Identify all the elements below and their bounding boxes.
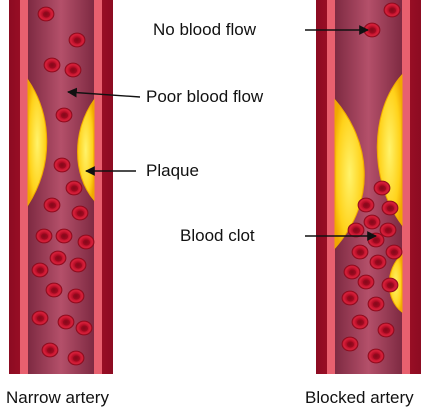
blocked-artery: [316, 0, 421, 374]
left-artery-inner-wall-left: [20, 0, 28, 374]
label-blood-clot: Blood clot: [180, 226, 255, 246]
caption-narrow-artery: Narrow artery: [6, 388, 109, 408]
narrow-artery: [9, 0, 113, 374]
label-no-blood-flow: No blood flow: [153, 20, 256, 40]
left-artery-inner-wall-right: [94, 0, 102, 374]
right-artery-inner-wall-left: [327, 0, 335, 374]
caption-blocked-artery: Blocked artery: [305, 388, 414, 408]
label-plaque: Plaque: [146, 161, 199, 181]
label-poor-blood-flow: Poor blood flow: [146, 87, 263, 107]
right-artery-inner-wall-right: [402, 0, 410, 374]
